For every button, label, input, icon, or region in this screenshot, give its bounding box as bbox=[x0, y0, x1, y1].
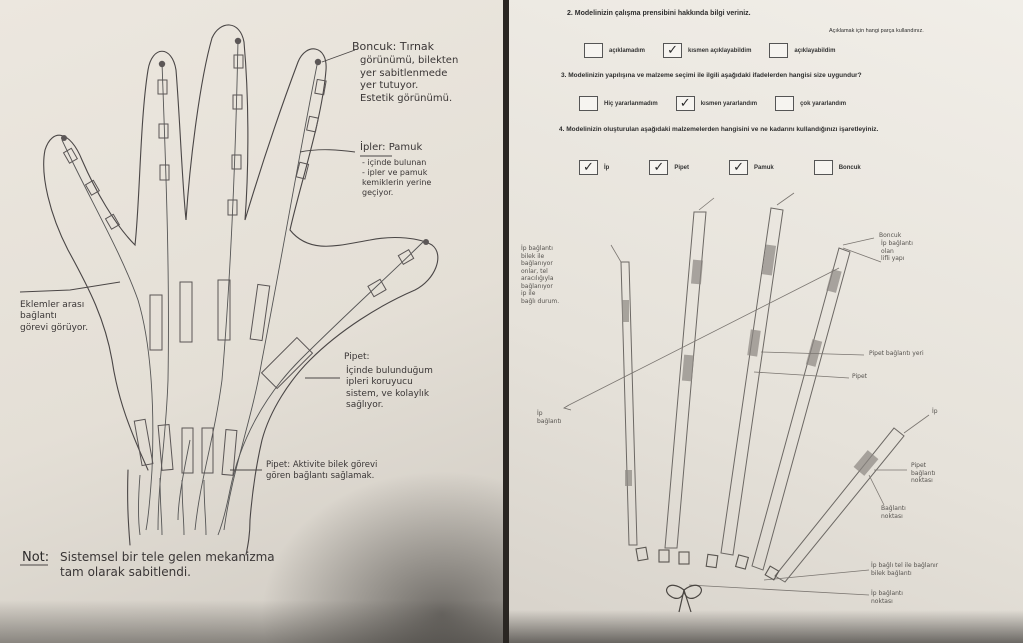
straw-1 bbox=[621, 262, 637, 545]
checkbox-box[interactable] bbox=[579, 96, 598, 111]
right-page: 2. Modelinizin çalışma prensibini hakkın… bbox=[509, 0, 1023, 643]
right-mid-label: Pipet bağlantı yeri bbox=[869, 350, 924, 358]
right-tip-label: Boncuk bbox=[879, 232, 901, 240]
question-2: 2. Modelinizin çalışma prensibini hakkın… bbox=[567, 10, 997, 19]
question-4: 4. Modelinizin oluşturulan aşağıdaki mal… bbox=[559, 126, 1019, 134]
checkbox-item[interactable]: Hiç yararlanmadım bbox=[579, 96, 658, 111]
checkbox-box[interactable] bbox=[769, 43, 788, 58]
checkbox-item[interactable]: çok yararlandım bbox=[775, 96, 846, 111]
thumb-annotation-title: Pipet: bbox=[344, 352, 370, 363]
checkbox-row-usage: Hiç yararlanmadım ✓ kısmen yararlandım ç… bbox=[579, 96, 846, 111]
checkbox-row-materials: ✓ İp ✓ Pipet ✓ Pamuk Boncuk bbox=[579, 160, 861, 175]
right-knot-label: İp bağlantı noktası bbox=[871, 590, 903, 605]
straw-3 bbox=[721, 208, 783, 555]
straw-4 bbox=[752, 248, 850, 570]
cord-annotation-title: İpler: Pamuk bbox=[360, 142, 422, 155]
bow-knot bbox=[667, 585, 702, 612]
thumb-annotation-text: İçinde bulunduğum ipleri koruyucu sistem… bbox=[346, 366, 433, 411]
right-finger-annotation: İp bağlantı olan lifli yapı bbox=[881, 240, 913, 263]
joint-annotation-text: Eklemler arası bağlantı görevi görüyor. bbox=[20, 300, 88, 334]
checkbox-item[interactable]: ✓ kısmen yararlandım bbox=[676, 96, 757, 111]
checkbox-row-explanation: açıklamadım ✓ kısmen açıklayabildim açık… bbox=[584, 43, 835, 58]
note-label: Not: bbox=[22, 550, 49, 566]
bead-ring bbox=[315, 59, 321, 65]
fingertip-annotation-title: Boncuk: Tırnak bbox=[352, 40, 434, 54]
bead-index bbox=[159, 61, 165, 67]
right-bottom-note: Bağlantı noktası bbox=[881, 505, 906, 520]
checkbox-box-checked[interactable]: ✓ bbox=[729, 160, 748, 175]
question-2-subtext: Açıklamak için hangi parça kullandınız. bbox=[829, 28, 1009, 35]
right-far-left-label: İp bağlantı bbox=[537, 410, 561, 425]
wrist-annotation-text: Pipet: Aktivite bilek görevi gören bağla… bbox=[266, 460, 377, 481]
right-lower-mid-label: Pipet bbox=[852, 373, 867, 381]
bead-thumb bbox=[423, 239, 429, 245]
right-thumb-small-label: İp bbox=[932, 408, 938, 416]
pinky-finger-line bbox=[62, 140, 153, 530]
checkbox-box[interactable] bbox=[814, 160, 833, 175]
straw-2 bbox=[665, 212, 706, 548]
checkbox-item[interactable]: ✓ kısmen açıklayabildim bbox=[663, 43, 751, 58]
checkbox-item[interactable]: açıklayabildim bbox=[769, 43, 835, 58]
checkbox-box-checked[interactable]: ✓ bbox=[663, 43, 682, 58]
checkbox-item[interactable]: Boncuk bbox=[814, 160, 861, 175]
left-page: Boncuk: Tırnak görünümü, bilekten yer sa… bbox=[0, 0, 503, 643]
right-thumb-annotation: Pipet bağlantı noktası bbox=[911, 462, 935, 485]
note-text: Sistemsel bir tele gelen mekanizma tam o… bbox=[60, 550, 275, 580]
checkbox-box[interactable] bbox=[584, 43, 603, 58]
checkbox-box-checked[interactable]: ✓ bbox=[579, 160, 598, 175]
checkbox-box[interactable] bbox=[775, 96, 794, 111]
checkbox-box-checked[interactable]: ✓ bbox=[649, 160, 668, 175]
checkbox-item[interactable]: ✓ Pamuk bbox=[729, 160, 774, 175]
checkbox-item[interactable]: ✓ İp bbox=[579, 160, 609, 175]
bead-middle bbox=[235, 38, 241, 44]
right-bottom-right-note: İp bağlı tel ile bağlanır bilek bağlantı bbox=[871, 562, 938, 577]
fingertip-annotation-text: görünümü, bilekten yer sabitlenmede yer … bbox=[360, 55, 458, 105]
checkbox-box-checked[interactable]: ✓ bbox=[676, 96, 695, 111]
cord-annotation-text: - içinde bulunan - ipler ve pamuk kemikl… bbox=[362, 158, 431, 198]
middle-finger-line bbox=[195, 40, 238, 530]
bead-pinky bbox=[61, 135, 67, 141]
index-finger-line bbox=[158, 62, 168, 530]
right-upper-annotation: İp bağlantı bilek ile bağlanıyor onlar, … bbox=[521, 245, 559, 305]
question-3: 3. Modelinizin yapılışına ve malzeme seç… bbox=[561, 72, 1011, 80]
checkbox-item[interactable]: ✓ Pipet bbox=[649, 160, 689, 175]
checkbox-item[interactable]: açıklamadım bbox=[584, 43, 645, 58]
